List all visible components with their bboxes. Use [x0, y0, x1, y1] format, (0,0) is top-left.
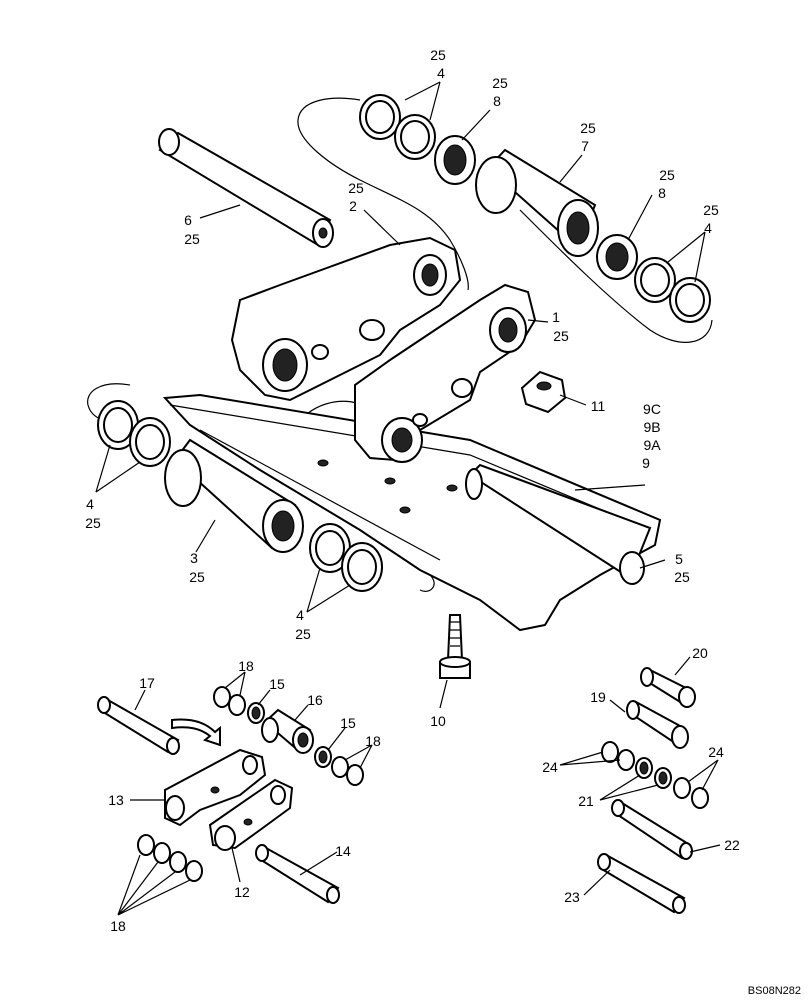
- link-13: [164, 748, 267, 827]
- bushing-7: [475, 148, 599, 257]
- bushing-20: [640, 667, 696, 708]
- callout-labels: 25 4 25 8 25 7 25 8 25 4 6 25 25 2 1 25 …: [85, 47, 740, 934]
- pin-22: [611, 799, 693, 860]
- callout-25: 25: [295, 626, 311, 642]
- callout-24: 24: [542, 759, 558, 775]
- callout-25: 25: [85, 515, 101, 531]
- callout-25: 25: [348, 180, 364, 196]
- seal-8-top: [434, 135, 476, 185]
- callout-3: 3: [190, 550, 198, 566]
- callout-16: 16: [307, 692, 323, 708]
- bushing-19: [626, 700, 689, 749]
- pin-23: [597, 853, 686, 914]
- seal-4-top-pair: [359, 94, 436, 160]
- bushing-3: [164, 438, 304, 553]
- callout-25: 25: [184, 231, 200, 247]
- drawing-reference-number: BS08N282: [748, 985, 801, 997]
- plate-bolt-hole: [317, 459, 329, 467]
- link-12: [208, 778, 294, 851]
- track-shoe-plate: [162, 393, 662, 632]
- callout-14: 14: [335, 843, 351, 859]
- callout-20: 20: [692, 645, 708, 661]
- callout-25: 25: [703, 202, 719, 218]
- callout-17: 17: [139, 675, 155, 691]
- callout-11: 11: [591, 398, 606, 414]
- seal-24-right-pair: [673, 777, 709, 809]
- seal-24-left-pair: [601, 741, 635, 771]
- plate-bolt-hole: [446, 484, 458, 492]
- callout-8: 8: [658, 185, 666, 201]
- callout-25: 25: [659, 167, 675, 183]
- callout-25: 25: [430, 47, 446, 63]
- assembly-outline-curve-right: [519, 209, 713, 343]
- seal-4-right-pair: [634, 257, 711, 323]
- callout-9: 9: [642, 455, 650, 471]
- callout-9a: 9A: [643, 437, 661, 453]
- pin-17: [97, 696, 180, 755]
- callout-18: 18: [238, 658, 254, 674]
- seal-4-bottom-pair: [309, 523, 383, 592]
- seal-4-left-pair: [97, 400, 171, 467]
- callout-4: 4: [296, 607, 304, 623]
- seal-18-right-pair: [331, 756, 364, 786]
- callout-24: 24: [708, 744, 724, 760]
- callout-2: 2: [349, 198, 357, 214]
- pin-5: [465, 463, 652, 585]
- callout-25: 25: [674, 569, 690, 585]
- seal-15-upper: [247, 702, 265, 724]
- plate-bolt-hole: [384, 477, 396, 485]
- pin-6: [158, 128, 334, 248]
- callout-4: 4: [86, 496, 94, 512]
- callout-6: 6: [184, 212, 192, 228]
- callout-25: 25: [189, 569, 205, 585]
- callout-7: 7: [581, 138, 589, 154]
- pin-14: [255, 844, 340, 904]
- bushing-16: [261, 708, 314, 754]
- callout-15: 15: [340, 715, 356, 731]
- callout-25: 25: [492, 75, 508, 91]
- callout-13: 13: [108, 792, 124, 808]
- seal-18-upper-pair: [213, 686, 246, 716]
- callout-19: 19: [590, 689, 606, 705]
- seal-18-lower-group: [137, 834, 203, 882]
- callout-9b: 9B: [643, 419, 660, 435]
- seal-21-pair: [635, 757, 672, 789]
- callout-12: 12: [234, 884, 250, 900]
- callout-8: 8: [493, 93, 501, 109]
- callout-1: 1: [552, 309, 560, 325]
- callout-15: 15: [269, 676, 285, 692]
- callout-23: 23: [564, 889, 580, 905]
- track-link-1: [354, 283, 537, 463]
- callout-25: 25: [553, 328, 569, 344]
- seal-15-lower: [314, 746, 332, 768]
- callout-4: 4: [437, 65, 445, 81]
- track-link-2: [230, 236, 462, 402]
- callout-25: 25: [580, 120, 596, 136]
- callout-21: 21: [578, 793, 594, 809]
- plate-bolt-hole: [399, 506, 411, 514]
- nut-11: [520, 370, 567, 414]
- leader-lines: [95, 81, 721, 916]
- callout-9c: 9C: [643, 401, 661, 417]
- assembly-arrow: [171, 718, 221, 747]
- bolt-10: [439, 614, 471, 679]
- seal-8-right: [596, 234, 638, 280]
- callout-4: 4: [704, 220, 712, 236]
- callout-5: 5: [675, 551, 683, 567]
- callout-22: 22: [724, 837, 740, 853]
- callout-18: 18: [365, 733, 381, 749]
- callout-18: 18: [110, 918, 126, 934]
- callout-10: 10: [430, 713, 446, 729]
